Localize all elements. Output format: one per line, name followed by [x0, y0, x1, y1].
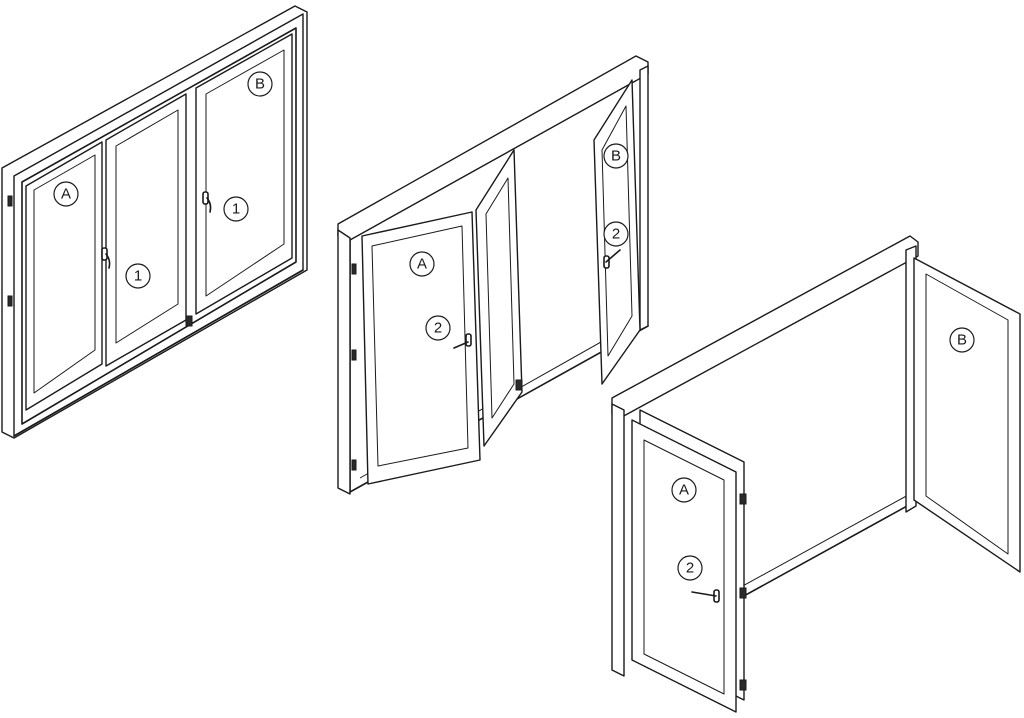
sill-line: [13, 269, 304, 437]
window-handle-icon: [101, 247, 111, 269]
sash-right: [195, 33, 293, 315]
head-frame: [611, 235, 919, 419]
callout-sash-a: A: [53, 181, 79, 207]
sash-right-glass: [205, 49, 285, 297]
svg-text:A: A: [61, 186, 71, 203]
hinge-icon: [351, 263, 357, 275]
svg-text:B: B: [611, 148, 621, 165]
sash-fold-panel: [475, 149, 523, 447]
sash-a-open: [361, 211, 481, 485]
sash-left: [25, 141, 103, 411]
hinge-icon: [515, 379, 523, 391]
view-closed-window: A 1 1 B: [1, 5, 308, 439]
hinge-icon: [351, 349, 357, 361]
callout-handle-1-left: 1: [125, 263, 151, 289]
svg-text:A: A: [679, 482, 689, 499]
svg-text:B: B: [255, 76, 265, 93]
window-handle-icon: [691, 589, 720, 603]
hinge-icon: [7, 195, 13, 207]
hinge-icon: [739, 493, 747, 505]
window-handle-icon: [453, 333, 472, 349]
left-jamb: [337, 229, 351, 495]
window-handle-icon: [603, 249, 621, 269]
svg-text:2: 2: [434, 320, 442, 337]
callout-handle-1-right: 1: [223, 196, 249, 222]
window-handle-icon: [202, 191, 212, 213]
sash-a-glass: [371, 225, 469, 467]
sash-middle-glass: [115, 109, 179, 344]
svg-text:1: 1: [232, 201, 240, 218]
hinge-icon: [739, 679, 747, 691]
hinge-icon: [7, 295, 13, 307]
view-fully-folded: B A 2: [611, 235, 1021, 713]
callout-sash-b: B: [247, 71, 273, 97]
right-jamb: [639, 65, 649, 331]
sash-fold-glass: [485, 177, 515, 419]
svg-text:A: A: [417, 256, 427, 273]
view-partially-folded: A 2 B 2: [337, 55, 649, 495]
callout-sash-a: A: [671, 477, 697, 503]
sash-b-glass: [925, 273, 1009, 555]
sash-b-glass: [601, 105, 633, 357]
callout-sash-b: B: [949, 327, 975, 353]
hinge-icon: [351, 459, 357, 471]
left-jamb: [611, 403, 625, 677]
outer-frame-inner-edge: [21, 27, 297, 425]
sash-a-glass: [643, 439, 725, 695]
callout-handle-2: 2: [677, 555, 703, 581]
svg-text:B: B: [957, 332, 967, 349]
sash-left-glass: [33, 154, 96, 394]
callout-handle-2-a: 2: [425, 315, 451, 341]
callout-sash-b: B: [603, 143, 629, 169]
svg-text:2: 2: [686, 560, 694, 577]
svg-text:2: 2: [612, 226, 620, 243]
sash-middle: [105, 93, 187, 367]
callout-handle-2-b: 2: [603, 221, 629, 247]
svg-text:1: 1: [134, 268, 142, 285]
hinge-icon: [185, 315, 193, 327]
sash-b-open: [913, 257, 1021, 573]
callout-sash-a: A: [409, 251, 435, 277]
hinge-icon: [739, 587, 747, 599]
